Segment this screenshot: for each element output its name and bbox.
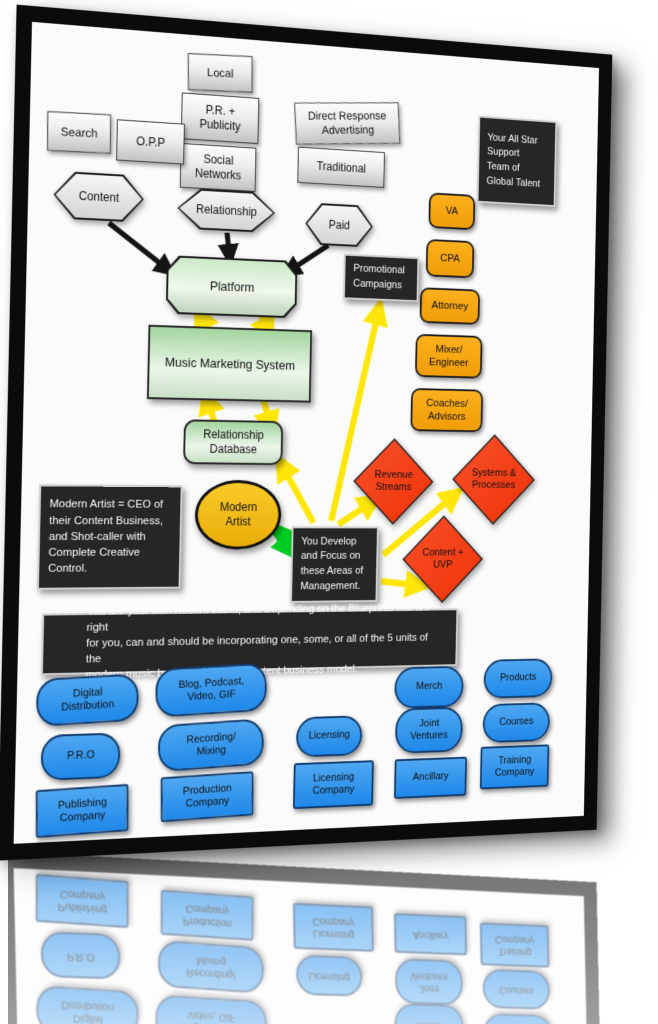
arrow-youdev-to-reldb — [277, 459, 314, 522]
node-licensing-company: Licensing Company — [293, 760, 374, 809]
node-platform-label: Platform — [168, 257, 296, 316]
reflected-diagram-canvas: Local P.R. + Publicity Social Networks S… — [18, 872, 596, 1024]
node-content-hexagon: Content — [53, 171, 144, 223]
node-uvp-label: Content + UVP — [403, 517, 482, 601]
node-opp: O.P.P — [116, 119, 185, 164]
reflected-node-licensing-company: Licensing Company — [293, 903, 374, 952]
node-content-uvp: Content + UVP — [402, 515, 484, 603]
reflected-node-licensing: Licensing — [296, 955, 363, 997]
node-direct-response: Direct Response Advertising — [294, 102, 400, 144]
node-production-company: Production Company — [161, 771, 254, 822]
node-joint-ventures: Joint Ventures — [395, 707, 463, 754]
note-promotional-campaigns: Promotional Campaigns — [343, 254, 419, 302]
reflected-node-ancillary: Ancillary — [394, 913, 467, 955]
node-systems-label: Systems & Processes — [453, 436, 534, 524]
diamond-border: Systems & Processes — [451, 434, 535, 525]
node-paid-hexagon: Paid — [305, 202, 373, 247]
reflected-node-courses: Courses — [482, 969, 550, 1010]
node-coaches-advisors: Coaches/ Advisors — [410, 388, 483, 432]
node-digital-distribution: Digital Distribution — [36, 673, 139, 727]
note-modern-artist-ceo: Modern Artist = CEO of their Content Bus… — [37, 484, 183, 590]
node-traditional: Traditional — [297, 147, 385, 188]
reflected-node-digital-distribution: Digital Distribution — [36, 985, 139, 1024]
diagram-canvas: Local P.R. + Publicity Social Networks S… — [18, 26, 596, 839]
arrow-artist-to-youdev — [273, 530, 292, 553]
poster-reflection: Local P.R. + Publicity Social Networks S… — [8, 852, 658, 1024]
reflected-node-publishing-company: Publishing Company — [36, 874, 129, 928]
diamond-border: Revenue Streams — [352, 438, 434, 525]
diamond-border: Content + UVP — [402, 515, 484, 603]
node-products: Products — [483, 658, 552, 698]
node-licensing: Licensing — [296, 715, 363, 757]
node-local: Local — [188, 53, 253, 93]
node-publishing-company: Publishing Company — [36, 784, 129, 838]
poster-frame: Local P.R. + Publicity Social Networks S… — [0, 5, 612, 861]
poster-frame: Local P.R. + Publicity Social Networks S… — [0, 851, 612, 1024]
reflected-node-production-company: Production Company — [161, 890, 254, 941]
reflected-node-pro: P.R.O — [41, 931, 121, 979]
node-recording-mixing: Recording/ Mixing — [158, 718, 264, 772]
node-revenue-label: Revenue Streams — [354, 440, 432, 523]
node-attorney: Attorney — [420, 287, 481, 325]
node-modern-artist: Modern Artist — [194, 480, 282, 550]
reflected-node-blog-podcast: Blog, Podcast, Video, GIF — [155, 994, 267, 1024]
node-training-company: Training Company — [480, 744, 549, 789]
node-cpa: CPA — [426, 239, 475, 278]
node-relationship-label: Relationship — [179, 190, 274, 232]
node-search: Search — [47, 111, 111, 154]
hexagon-border: Content — [53, 171, 144, 223]
node-systems-processes: Systems & Processes — [451, 434, 535, 525]
node-relationship-hexagon: Relationship — [177, 188, 275, 234]
node-merch: Merch — [394, 666, 464, 709]
node-blog-podcast: Blog, Podcast, Video, GIF — [155, 663, 267, 718]
node-mixer-engineer: Mixer/ Engineer — [415, 334, 483, 379]
node-relationship-database: Relationship Database — [183, 419, 283, 465]
reflected-node-training-company: Training Company — [480, 923, 549, 968]
arrow-content-to-platform — [108, 223, 173, 273]
node-platform: Platform — [166, 255, 298, 318]
node-ancillary: Ancillary — [394, 757, 467, 799]
chamfer-border: Platform — [166, 255, 298, 318]
node-paid-label: Paid — [307, 204, 372, 245]
node-revenue-streams: Revenue Streams — [352, 438, 434, 525]
hexagon-border: Relationship — [177, 188, 275, 234]
hexagon-border: Paid — [305, 202, 373, 247]
node-content-label: Content — [55, 173, 142, 221]
reflected-node-merch: Merch — [394, 1003, 464, 1024]
reflected-node-recording-mixing: Recording/ Mixing — [158, 940, 264, 994]
note-all-star-team: Your All Star Support Team of Global Tal… — [477, 116, 557, 207]
node-courses: Courses — [482, 702, 550, 743]
note-you-develop: You Develop and Focus on these Areas of … — [290, 526, 379, 602]
node-music-marketing-system: Music Marketing System — [147, 325, 312, 403]
node-va: VA — [428, 192, 475, 230]
node-pr-publicity: P.R. + Publicity — [181, 92, 259, 144]
reflected-node-products: Products — [483, 1013, 552, 1024]
node-pro: P.R.O — [41, 732, 121, 780]
node-social-networks: Social Networks — [180, 143, 257, 192]
reflected-node-joint-ventures: Joint Ventures — [395, 958, 463, 1005]
